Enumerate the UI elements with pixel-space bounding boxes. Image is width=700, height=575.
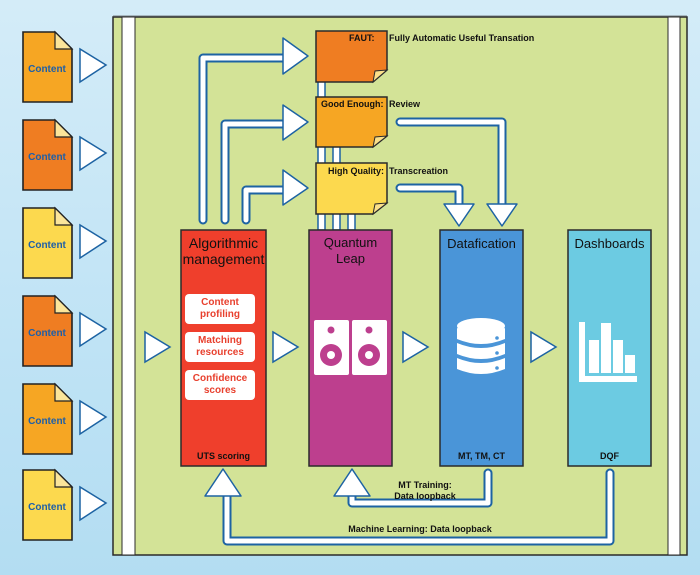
mt-training-line2: Data loopback [394,491,456,501]
notes-to-datafication-arrows [395,117,518,227]
database-icon [457,318,505,374]
input-arrow [79,399,108,436]
quantum-title-line1: Quantum [323,235,378,250]
input-arrow [79,223,108,260]
content-document-label: Content [28,328,66,339]
content-document [22,30,74,103]
item-line1: Confidence [192,373,248,384]
right-rail [667,16,681,556]
input-arrow [79,311,108,348]
content-document [22,468,74,541]
content-document-label: Content [28,64,66,75]
item-line1: Matching [198,335,242,346]
arrow-good-enough-to-datafication [395,117,518,227]
algorithmic-footer: UTS scoring [196,451,250,461]
note-faut [315,30,389,84]
note-high-quality-key: High Quality: [328,166,384,176]
note-good-enough-key: Good Enough: [321,99,384,109]
flow-arrow-algorithmic-to-quantum [272,330,300,364]
item-line2: profiling [200,309,240,320]
flow-arrow-datafication-to-dashboards [530,330,558,364]
mt-training-line1: MT Training: [398,480,452,490]
content-document-label: Content [28,152,66,163]
note-good-enough [315,96,389,149]
item-line2: scores [203,385,237,396]
algorithmic-title-line2: management [182,251,265,267]
machine-learning-label: Machine Learning: Data loopback [348,524,492,534]
content-document [22,294,74,367]
quantum-title: Quantum Leap [309,235,392,267]
note-high-quality [315,162,389,216]
mt-training-loopback-arrow [333,468,493,508]
algorithmic-title: Algorithmic management [181,235,266,267]
datafication-footer: MT, TM, CT [458,451,505,461]
bar-chart-icon [579,322,637,382]
machine-learning-loopback-arrow [204,468,615,546]
input-arrow [79,47,108,84]
route-arrow-high-quality [241,169,309,225]
content-document-label: Content [28,416,66,427]
datafication-title: Datafication [447,236,516,251]
note-high-quality-desc: Transcreation [389,166,449,176]
note-faut-key: FAUT: [349,33,375,43]
content-document [22,382,74,455]
input-documents [22,30,108,541]
content-document-label: Content [28,240,66,251]
note-faut-desc: Fully Automatic Useful Transation [389,33,535,43]
quantum-title-line2: Leap [336,251,365,266]
route-arrow-faut [198,37,309,225]
flow-arrow-quantum-to-datafication [402,330,430,364]
content-document-label: Content [28,502,66,513]
mt-training-label: MT Training: Data loopback [380,480,470,502]
content-document [22,118,74,191]
dashboards-title: Dashboards [574,236,645,251]
left-rail [121,16,136,556]
algorithmic-title-line1: Algorithmic [188,235,259,251]
input-arrow [79,485,108,522]
arrow-high-quality-to-datafication [395,183,475,227]
note-good-enough-desc: Review [389,99,421,109]
route-arrow-good-enough [220,104,309,225]
input-arrow [79,135,108,172]
flow-arrow-into-algorithmic [144,330,172,364]
speakers-icon [314,320,387,375]
route-arrows [198,37,309,225]
dashboards-footer: DQF [600,451,619,461]
item-line1: Content [201,297,239,308]
item-line2: resources [196,347,244,358]
content-document [22,206,74,279]
